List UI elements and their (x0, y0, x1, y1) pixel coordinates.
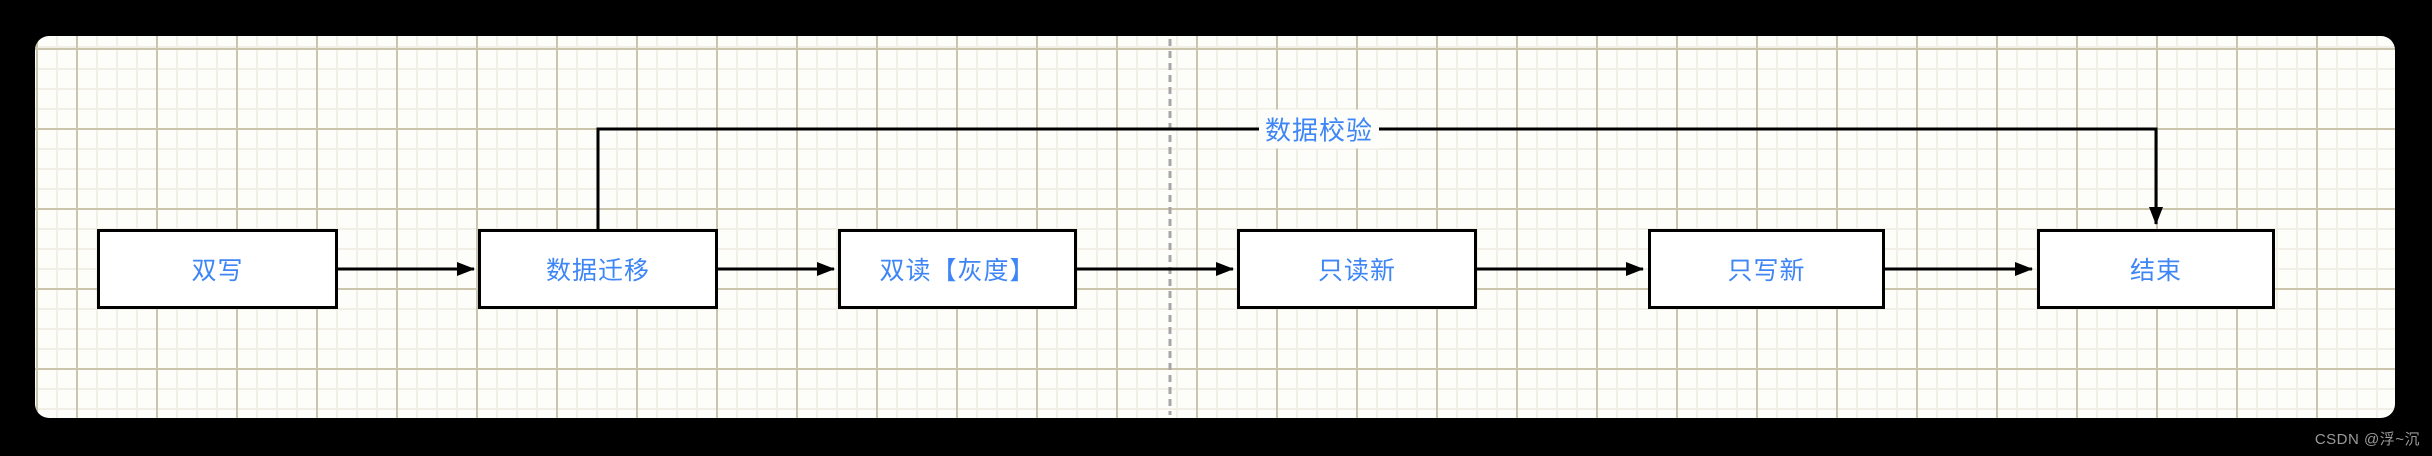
flow-node-data-migration: 数据迁移 (478, 229, 718, 309)
flow-node-double-write: 双写 (97, 229, 338, 309)
flow-node-read-new-only: 只读新 (1237, 229, 1477, 309)
watermark: CSDN @浮~沉 (2314, 431, 2420, 448)
flow-connectors (338, 39, 2163, 415)
flow-node-double-read-gray: 双读【灰度】 (838, 229, 1077, 309)
feedback-edge-label: 数据校验 (1258, 109, 1380, 149)
flow-node-write-new-only: 只写新 (1648, 229, 1885, 309)
grid-canvas: 双写 数据迁移 双读【灰度】 只读新 只写新 结束 数据校验 (35, 36, 2395, 418)
flow-node-end: 结束 (2037, 229, 2275, 309)
